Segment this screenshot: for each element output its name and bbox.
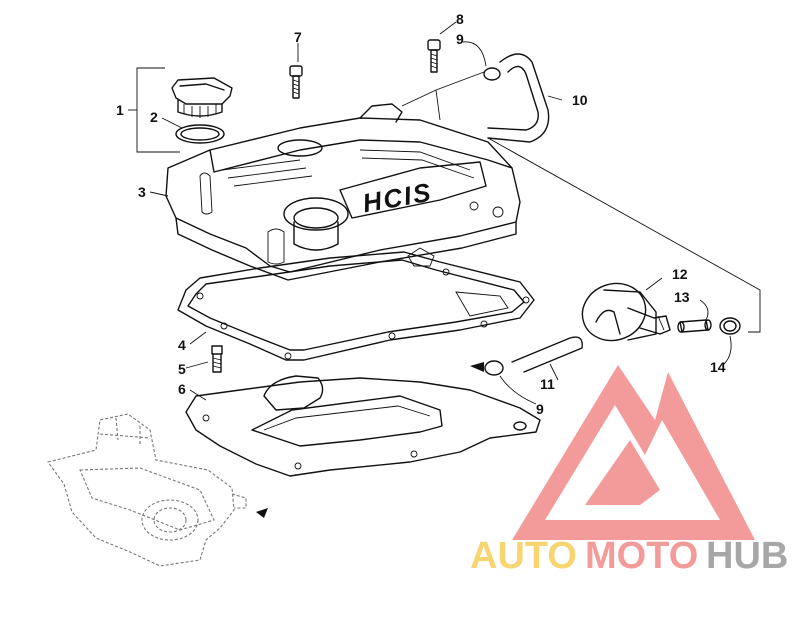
leader-10	[547, 95, 563, 101]
breather-bolt	[427, 39, 441, 73]
cover-bolt	[289, 65, 303, 99]
watermark-triangle-core	[585, 440, 660, 505]
o-ring	[175, 124, 225, 144]
baffle-plate	[185, 375, 541, 477]
callout-9-bottom: 9	[536, 401, 544, 417]
callout-10: 10	[572, 92, 588, 108]
breather-hose-lower	[470, 336, 583, 376]
leader-11	[549, 363, 559, 381]
leader-14	[723, 335, 732, 365]
leader-5	[185, 361, 209, 369]
callout-3: 3	[138, 184, 146, 200]
watermark-moto: MOTO	[585, 535, 698, 577]
hose-route-line-long	[487, 137, 761, 333]
callout-9-top: 9	[456, 31, 464, 47]
callout-2: 2	[150, 109, 158, 125]
sealing-stud	[211, 345, 223, 373]
leader-12	[645, 277, 663, 291]
callout-11: 11	[540, 376, 555, 392]
leader-2	[161, 117, 183, 129]
callout-7: 7	[294, 29, 302, 45]
hose-clamp-lower	[484, 360, 504, 376]
cover-gasket	[177, 247, 535, 361]
callout-4: 4	[178, 337, 186, 353]
breather-hose-upper	[483, 53, 550, 143]
cover-badge-text: HCIS	[360, 177, 434, 219]
bracket-item-1	[136, 67, 180, 153]
callout-5: 5	[178, 361, 186, 377]
callout-6: 6	[178, 381, 186, 397]
watermark-logo: AUTO MOTO HUB	[470, 365, 788, 577]
leader-4	[189, 331, 207, 345]
callout-12: 12	[672, 266, 688, 282]
hose-clamp-right	[719, 317, 741, 335]
hose-fitting	[677, 319, 712, 333]
leader-3	[149, 191, 169, 197]
valve-cover: HCIS	[165, 103, 521, 281]
leader-9-bottom	[499, 375, 537, 405]
callout-8: 8	[456, 11, 464, 27]
callout-1: 1	[116, 102, 124, 118]
hose-clamp-upper	[483, 67, 501, 81]
watermark-hub: HUB	[706, 535, 788, 577]
arrow-pointer-icon	[470, 362, 484, 372]
leader-6	[189, 389, 207, 401]
leader-13	[699, 299, 709, 321]
hose-route-line	[401, 71, 485, 121]
engine-head-reference	[47, 413, 268, 567]
watermark-auto: AUTO	[470, 535, 577, 577]
breather-housing	[581, 282, 671, 342]
callout-labels: 1 2 3 4 5 6 7 8 9 10 11 9 12 13 14	[116, 11, 726, 417]
leader-9-top	[462, 41, 487, 67]
oil-filler-cap	[171, 77, 233, 118]
arrow-pointer-icon-engine	[256, 508, 268, 518]
callout-14: 14	[710, 359, 726, 375]
callout-13: 13	[674, 289, 690, 305]
leader-8	[439, 21, 457, 35]
